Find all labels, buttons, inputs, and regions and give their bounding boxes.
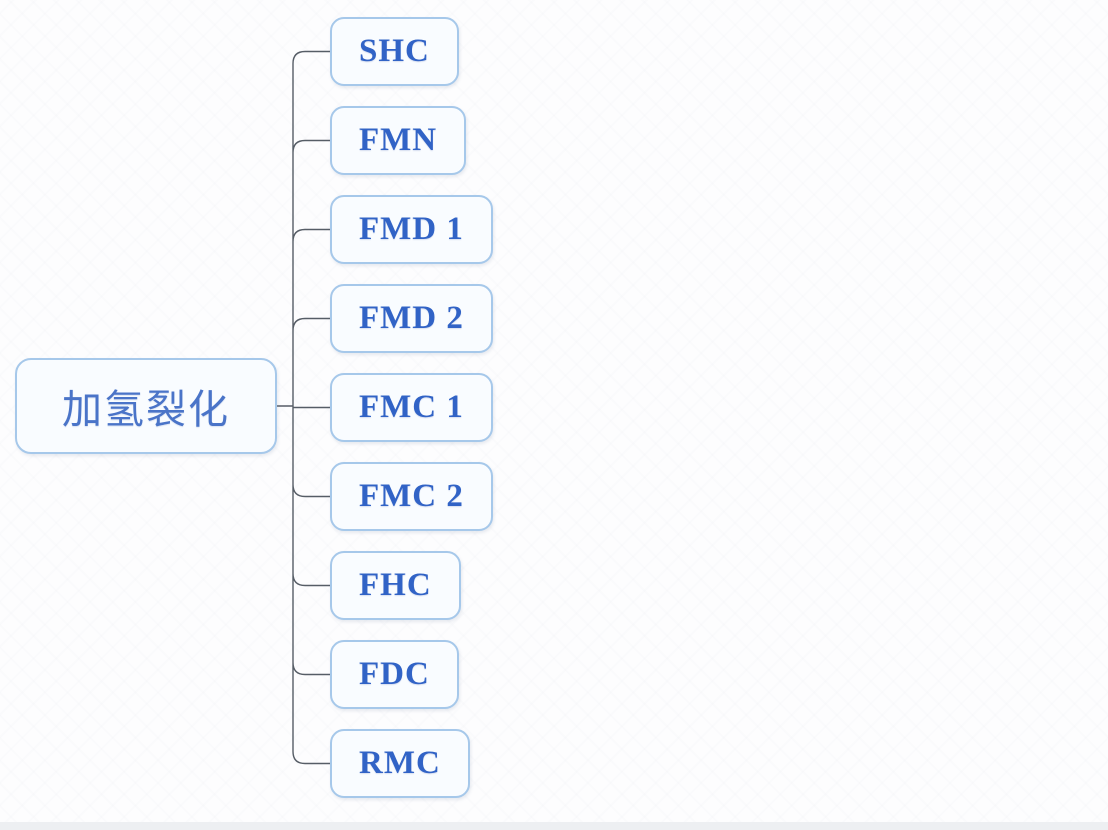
child-node: FMC 2 (330, 462, 493, 531)
child-node: FMC 1 (330, 373, 493, 442)
child-node: RMC (330, 729, 470, 798)
child-node: FMD 2 (330, 284, 493, 353)
root-node-label: 加氢裂化 (62, 387, 230, 432)
child-node-label: RMC (359, 745, 441, 781)
children-column: SHC FMN FMD 1 FMD 2 FMC 1 FMC 2 FHC FDC … (330, 17, 493, 798)
child-node-label: FMD 1 (359, 211, 464, 247)
child-node: FDC (330, 640, 459, 709)
tree-branch-path (276, 50, 331, 765)
child-node-label: FHC (359, 567, 432, 603)
child-node-label: FMD 2 (359, 300, 464, 336)
child-node-label: FMC 2 (359, 478, 464, 514)
child-node: FMD 1 (330, 195, 493, 264)
child-node-label: FMC 1 (359, 389, 464, 425)
child-node-label: FDC (359, 656, 430, 692)
child-node: FHC (330, 551, 461, 620)
child-node: SHC (330, 17, 459, 86)
child-node-label: SHC (359, 33, 430, 69)
child-node: FMN (330, 106, 467, 175)
root-node: 加氢裂化 (15, 358, 277, 454)
child-node-label: FMN (359, 122, 438, 158)
